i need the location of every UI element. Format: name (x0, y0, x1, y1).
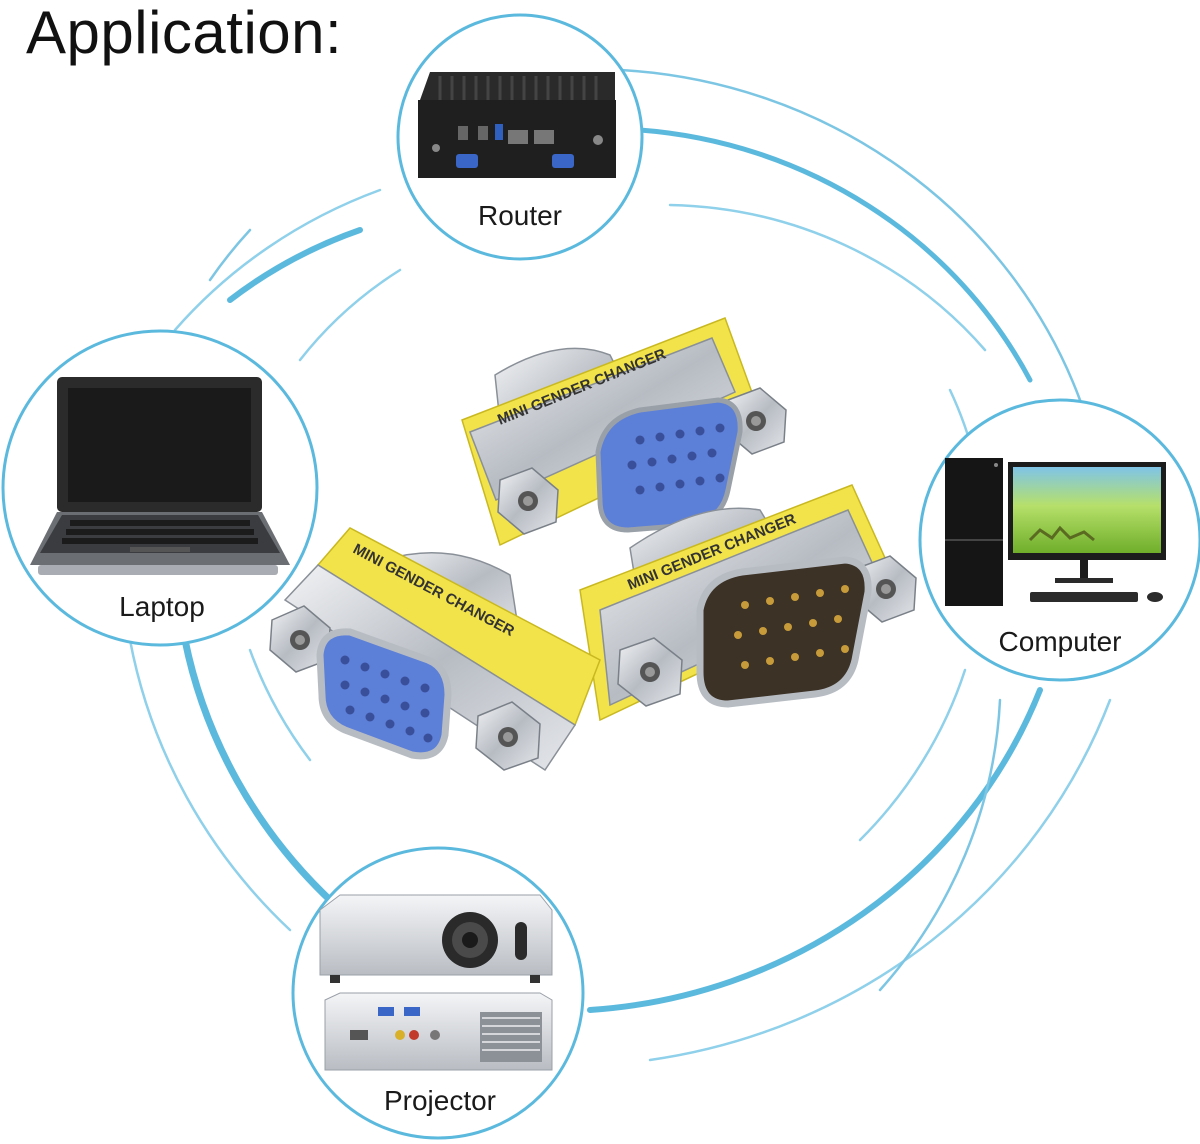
outer-ring-arc (618, 68, 1082, 402)
projector-icon (319, 894, 553, 1071)
outer-ring-arc (878, 698, 1002, 992)
outer-ring-arc (668, 203, 987, 352)
outer-ring-arc (227, 227, 363, 303)
outer-ring-arc (637, 127, 1033, 383)
outer-ring-arc (858, 668, 967, 842)
hex-screw (269, 605, 331, 673)
device-projector: Projector (291, 846, 585, 1140)
device-router: Router (396, 13, 644, 261)
outer-ring-arc (298, 268, 402, 362)
hex-screw (617, 637, 683, 707)
device-computer: Computer (918, 398, 1200, 682)
vga-male-port (696, 556, 872, 708)
outer-ring-arc (173, 188, 382, 332)
device-laptop: Laptop (1, 329, 319, 647)
outer-ring-arc (587, 687, 1043, 1013)
adapter-top: MINI GENDER CHANGER (461, 317, 787, 547)
outer-ring-arc (248, 648, 312, 762)
router-icon (418, 72, 616, 178)
vga-female-port (595, 397, 743, 533)
laptop-icon (30, 377, 290, 575)
vga-female-port (316, 628, 452, 760)
device-label: Projector (384, 1085, 496, 1116)
page-title: Application: (26, 0, 343, 66)
outer-ring-arc (208, 228, 252, 282)
hex-screw (475, 701, 541, 771)
outer-ring-arc (181, 636, 334, 904)
device-label: Computer (999, 626, 1122, 657)
device-label: Router (478, 200, 562, 231)
hex-screw (497, 467, 559, 535)
adapter-right: MINI GENDER CHANGER (579, 484, 917, 722)
adapter-left: MINI GENDER CHANGER (269, 527, 601, 772)
outer-ring-arc (648, 698, 1112, 1062)
desktop-computer-icon (945, 458, 1166, 606)
device-label: Laptop (119, 591, 205, 622)
outer-ring-arc (128, 638, 292, 932)
connection-rings (128, 68, 1112, 1062)
